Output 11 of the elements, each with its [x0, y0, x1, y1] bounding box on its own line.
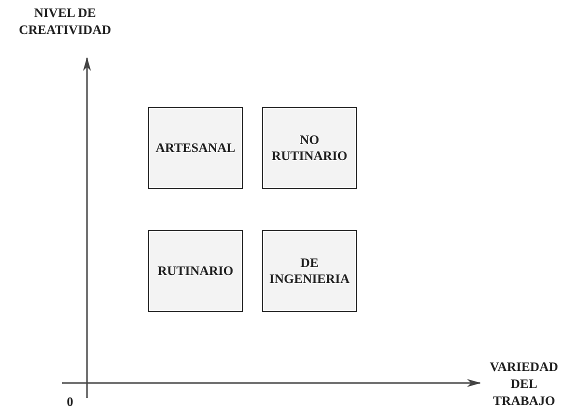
category-box — [262, 107, 357, 189]
origin-label: 0 — [66, 393, 74, 410]
category-label: DE INGENIERIA — [268, 255, 351, 287]
x-axis-title: VARIEDAD DEL TRABAJO — [488, 358, 560, 409]
y-axis-title: NIVEL DE CREATIVIDAD — [18, 4, 112, 38]
category-box — [148, 107, 243, 189]
category-box — [148, 230, 243, 312]
category-label: RUTINARIO — [158, 263, 234, 279]
category-label: NO RUTINARIO — [270, 132, 348, 164]
category-label: ARTESANAL — [156, 140, 236, 156]
category-box — [262, 230, 357, 312]
